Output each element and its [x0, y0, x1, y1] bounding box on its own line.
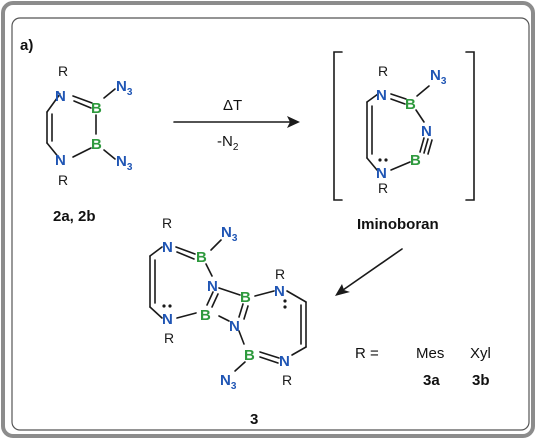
lone-pair	[378, 158, 382, 162]
azide-group: N3	[116, 78, 133, 98]
atom-n: N	[279, 353, 290, 370]
atom-b: B	[244, 347, 255, 364]
r-label: R	[282, 372, 292, 388]
azide-group: N3	[220, 372, 237, 392]
bond	[206, 291, 214, 306]
r-label: R	[378, 180, 388, 196]
r-label: R	[164, 330, 174, 346]
atom-n: N	[162, 311, 173, 328]
atom-n: N	[55, 152, 66, 169]
atom-b: B	[405, 96, 416, 113]
bond	[103, 88, 116, 99]
r-label: R	[162, 215, 172, 231]
bond	[72, 147, 92, 158]
arrow-head	[287, 116, 300, 128]
bracket-right	[465, 51, 475, 201]
bond	[238, 330, 245, 345]
bond	[259, 351, 280, 359]
bond	[218, 287, 241, 296]
atom-n: N	[207, 278, 218, 295]
atom-n: N	[162, 239, 173, 256]
r-label: R	[58, 172, 68, 188]
compound-3b: 3b	[472, 372, 490, 389]
substituent-xyl: Xyl	[470, 345, 491, 362]
bond	[149, 246, 163, 257]
bond	[210, 239, 222, 251]
lone-pair	[168, 304, 172, 308]
bond	[211, 293, 219, 308]
atom-b: B	[196, 249, 207, 266]
lone-pair	[283, 299, 287, 303]
bond	[103, 149, 116, 160]
bond	[176, 251, 195, 260]
bond	[366, 157, 378, 171]
bond	[366, 93, 379, 103]
label-2a-2b: 2a, 2b	[53, 208, 96, 225]
bond	[291, 346, 307, 356]
reaction-arrow	[173, 116, 300, 128]
r-label: R	[378, 63, 388, 79]
atom-b: B	[410, 152, 421, 169]
bond	[286, 290, 307, 303]
atom-n: N	[376, 87, 387, 104]
lone-pair	[384, 158, 388, 162]
bond	[415, 109, 425, 123]
bond	[390, 93, 407, 100]
atom-n: N	[55, 88, 66, 105]
bond	[175, 246, 196, 255]
atom-b: B	[91, 136, 102, 153]
atom-b: B	[240, 289, 251, 306]
r-label: R	[58, 63, 68, 79]
arrow-head	[335, 284, 350, 296]
substituent-mes: Mes	[416, 345, 444, 362]
bond	[427, 139, 433, 155]
compound-3a: 3a	[423, 372, 440, 389]
azide-group: N3	[430, 67, 447, 87]
r-label: R	[275, 266, 285, 282]
bond	[218, 315, 230, 322]
azide-group: N3	[116, 153, 133, 173]
atom-n: N	[229, 318, 240, 335]
atom-n: N	[421, 123, 432, 140]
azide-group: N3	[221, 224, 238, 244]
bond	[46, 93, 61, 113]
atom-n: N	[376, 165, 387, 182]
structure-2: R N B B N R N3 N3	[46, 63, 133, 188]
r-equals-label: R =	[355, 345, 379, 362]
bond	[238, 303, 244, 318]
panel-label: a)	[20, 37, 33, 54]
bond	[243, 305, 249, 320]
bond	[254, 290, 275, 297]
label-iminoboran: Iminoboran	[357, 216, 439, 233]
panel-frame-inner	[11, 17, 530, 431]
lone-pair	[283, 305, 287, 309]
structure-3: R N B N3 N B B N N R R N B N R N3	[149, 215, 307, 392]
byproduct-label: -N2	[217, 133, 239, 153]
bond	[73, 100, 92, 109]
bond	[423, 138, 429, 154]
bond	[176, 312, 197, 319]
atom-b: B	[200, 307, 211, 324]
label-3: 3	[250, 411, 258, 428]
atom-n: N	[274, 283, 285, 300]
structure-iminoboran: R N B N B N R N3	[333, 51, 475, 201]
atom-b: B	[91, 100, 102, 117]
bond	[390, 98, 406, 105]
bond	[72, 95, 93, 104]
bond	[416, 85, 430, 97]
bond	[390, 161, 411, 171]
bracket-left	[333, 51, 343, 201]
heat-label: ΔT	[223, 97, 242, 114]
bond	[149, 306, 163, 319]
lone-pair	[162, 304, 166, 308]
dimerization-arrow	[335, 248, 403, 296]
bond	[46, 142, 61, 160]
bond	[419, 137, 425, 153]
arrow-shaft	[342, 248, 403, 291]
bond	[234, 361, 246, 372]
bond	[259, 356, 279, 364]
bond	[205, 263, 213, 277]
